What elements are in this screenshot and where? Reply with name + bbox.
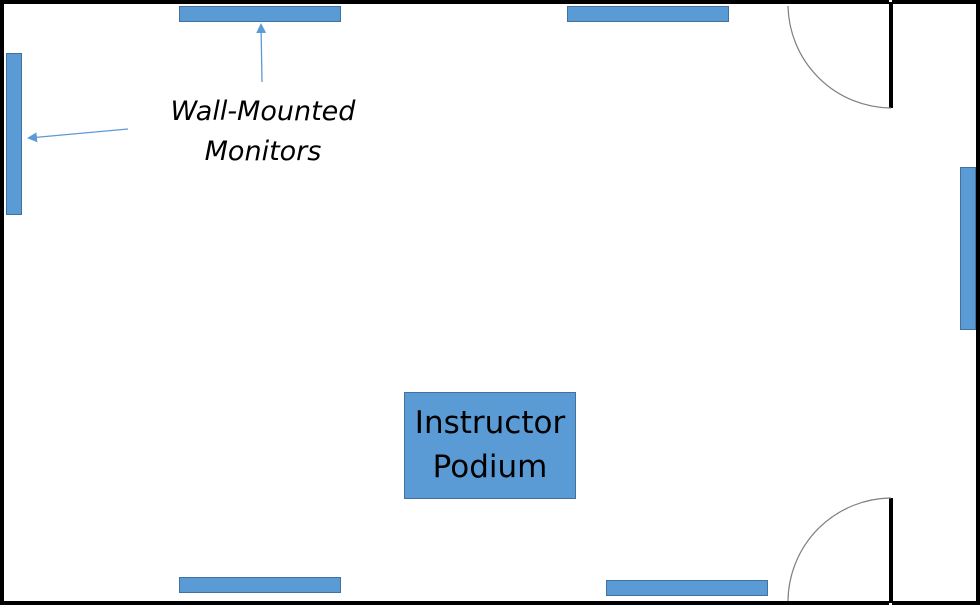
door-swing-arc-bottom — [787, 497, 892, 602]
monitor-annotation: Wall-Mounted Monitors — [150, 92, 376, 172]
podium-label-line1: Instructor — [414, 405, 566, 442]
wall-monitor-top-left — [179, 6, 341, 22]
annotation-line1: Wall-Mounted — [170, 96, 356, 127]
wall-monitor-left — [6, 53, 22, 215]
door-swing-arc-top — [787, 5, 892, 109]
podium-label-line2: Podium — [432, 448, 548, 485]
outer-wall — [0, 0, 889, 605]
wall-monitor-top-right — [567, 6, 729, 22]
instructor-podium: Instructor Podium — [404, 392, 576, 499]
wall-monitor-bottom-right — [606, 580, 768, 596]
annotation-line2: Monitors — [204, 136, 322, 167]
wall-monitor-right — [960, 167, 976, 330]
right-wall-upper — [892, 0, 980, 605]
wall-monitor-bottom-left — [179, 577, 341, 593]
